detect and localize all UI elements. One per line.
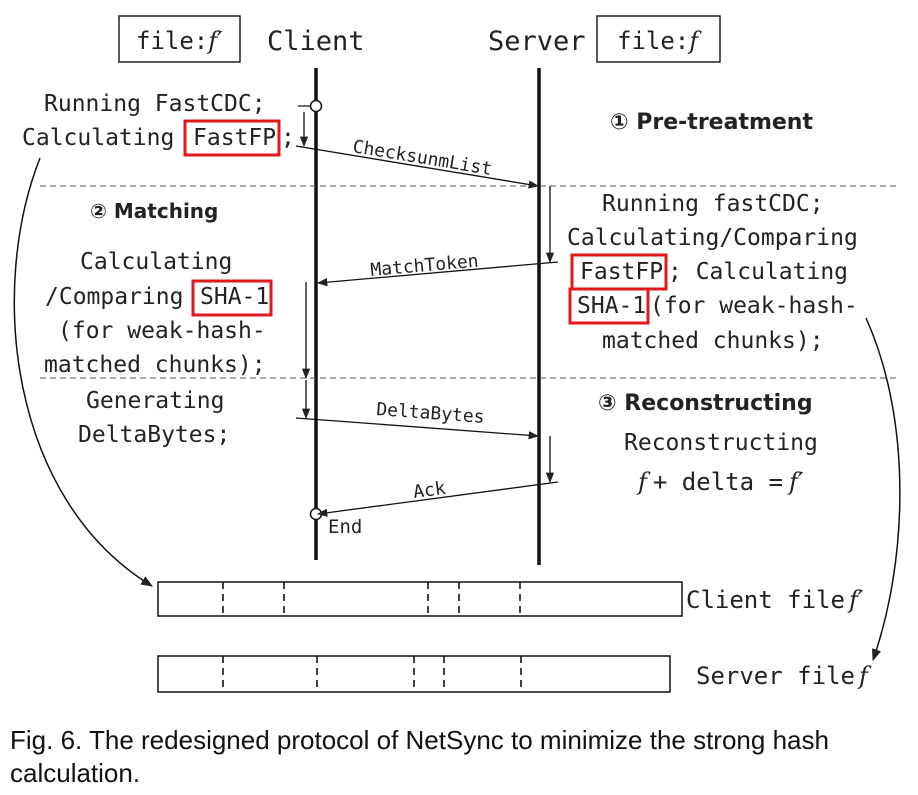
start-marker xyxy=(309,99,323,113)
matchtoken-message-arrow xyxy=(316,261,559,287)
sha1-highlight-server xyxy=(568,287,650,325)
server-calculating: ; Calculating xyxy=(668,259,848,285)
client-calculating: Calculating xyxy=(22,125,174,151)
client-curve-arrow xyxy=(13,157,154,587)
server-reconstructing: Reconstructing xyxy=(624,430,818,456)
server-heading: Server xyxy=(488,26,586,57)
client-running-fastcdc: Running FastCDC; xyxy=(44,91,266,117)
step-pretreatment: ① Pre-treatment xyxy=(610,110,813,135)
ack-message-label: Ack xyxy=(412,478,447,503)
end-label: End xyxy=(328,516,362,538)
checksum-message-label: ChecksunmList xyxy=(351,136,493,180)
client-file-bar xyxy=(157,581,683,617)
server-curve-arrow xyxy=(865,317,901,662)
client-fastfp: FastFP xyxy=(193,125,276,151)
client-file-box xyxy=(118,15,241,63)
matchtoken-message-label: MatchToken xyxy=(370,251,480,281)
client-chunk-boundaries xyxy=(222,582,521,616)
deltabytes-message-label: DeltaBytes xyxy=(376,399,486,428)
client-sha1: SHA-1 xyxy=(200,284,269,310)
reconstruct-equation: f+ delta =f′ xyxy=(636,468,804,496)
protocol-diagram: file:f′ file:f Client Server ① Pre-treat… xyxy=(13,15,901,693)
client-generating: Generating xyxy=(86,388,224,414)
server-running-fastcdc: Running fastCDC; xyxy=(602,191,824,217)
server-fastfp: FastFP xyxy=(580,259,663,285)
ack-message-arrow xyxy=(316,481,559,517)
server-calc-compare: Calculating/Comparing xyxy=(567,225,858,251)
fastfp-highlight-client xyxy=(183,119,281,157)
deltabytes-message-arrow xyxy=(295,417,540,440)
server-sha1: SHA-1 xyxy=(577,293,646,319)
client-deltabytes: DeltaBytes; xyxy=(78,422,230,448)
figure-caption: Fig. 6. The redesigned protocol of NetSy… xyxy=(10,725,829,788)
client-heading: Client xyxy=(267,26,365,57)
client-fastfp-end: ; xyxy=(281,125,295,151)
server-chunk-boundaries xyxy=(222,656,522,692)
client-match-line-1: Calculating xyxy=(80,249,232,275)
server-weak-hash: (for weak-hash- xyxy=(650,293,858,319)
sha1-highlight-client xyxy=(191,279,273,317)
checksum-message-arrow xyxy=(295,145,540,189)
server-file-box xyxy=(596,15,721,63)
client-match-line-2: /Comparing xyxy=(45,284,183,310)
step-reconstructing: ③ Reconstructing xyxy=(598,391,813,416)
client-match-line-3: (for weak-hash- xyxy=(58,318,266,344)
server-file-box-label: file:f xyxy=(617,27,702,55)
client-file-box-label: file:f′ xyxy=(136,27,223,55)
server-matched-chunks: matched chunks); xyxy=(602,328,824,354)
step-matching: ② Matching xyxy=(90,199,218,223)
client-match-line-4: matched chunks); xyxy=(44,352,266,378)
